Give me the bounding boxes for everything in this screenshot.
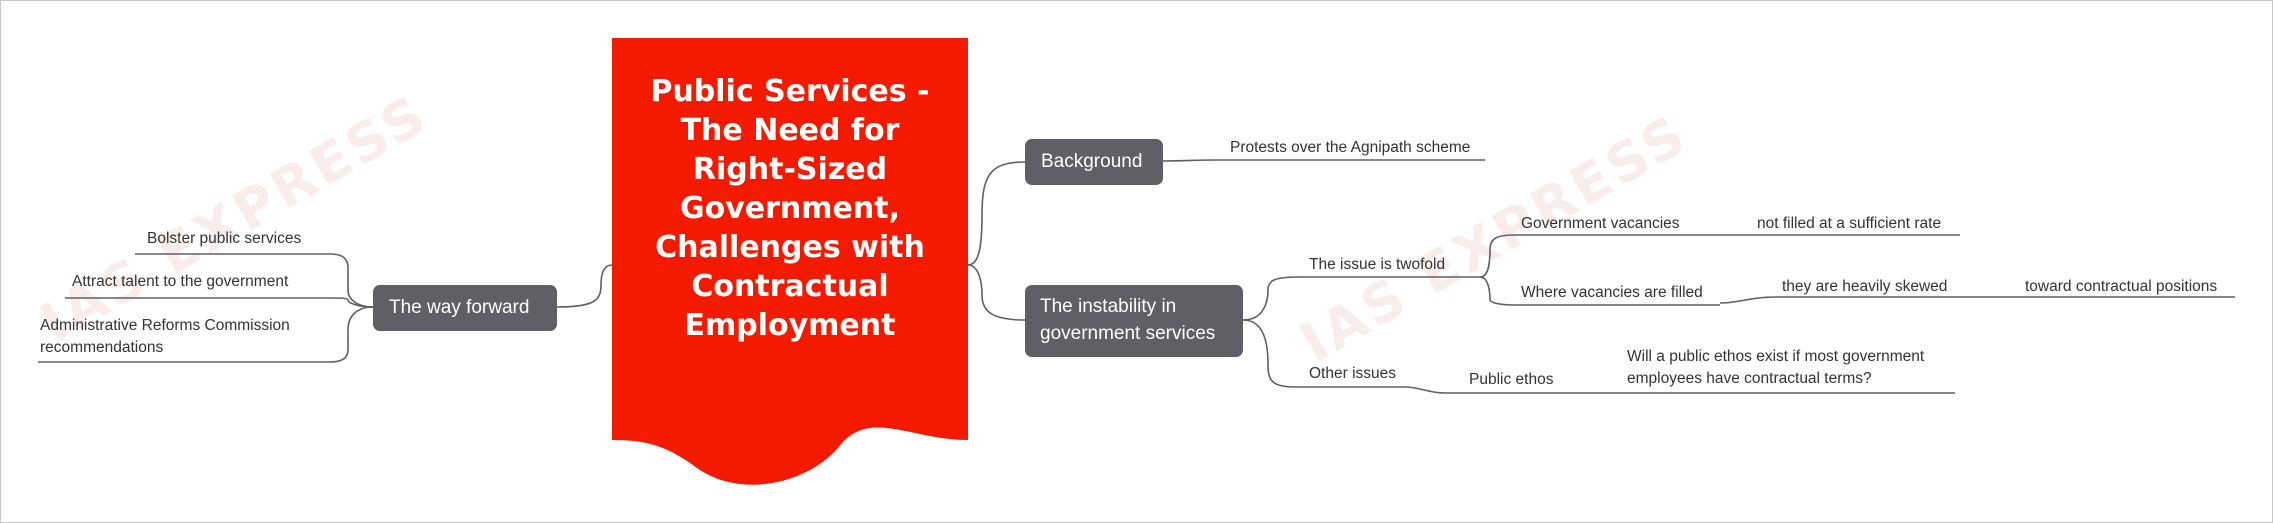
link-central-instability — [967, 264, 1026, 321]
way-forward-item-2[interactable]: Attract talent to the government — [72, 273, 289, 290]
topic-background[interactable]: Background — [1025, 139, 1163, 185]
topic-way-forward[interactable]: The way forward — [373, 285, 557, 331]
topic-instability[interactable]: The instability in government services — [1025, 285, 1243, 357]
topic-background-label: Background — [1041, 151, 1143, 172]
link-wayforward-item3 — [38, 306, 374, 363]
way-forward-item-3[interactable]: Administrative Reforms Commission recomm… — [40, 317, 290, 356]
other-label[interactable]: Other issues — [1309, 365, 1397, 382]
link-instability-twofold — [1242, 276, 1480, 321]
link-central-background — [967, 161, 1026, 266]
topic-way-forward-label: The way forward — [389, 297, 530, 318]
filled-detail[interactable]: they are heavily skewed — [1782, 278, 1948, 295]
link-other-ethos — [1404, 386, 1563, 394]
ethos-question[interactable]: Will a public ethos exist if most govern… — [1627, 348, 1925, 387]
vacancies-label[interactable]: Government vacancies — [1521, 215, 1680, 232]
ethos-label[interactable]: Public ethos — [1469, 371, 1554, 388]
central-topic-shape — [612, 38, 968, 485]
filled-label[interactable]: Where vacancies are filled — [1521, 284, 1703, 301]
twofold-label[interactable]: The issue is twofold — [1309, 256, 1446, 273]
link-wayforward-item2 — [65, 297, 374, 308]
link-central-wayforward — [556, 264, 613, 308]
vacancies-detail[interactable]: not filled at a sufficient rate — [1757, 215, 1942, 232]
way-forward-item-1[interactable]: Bolster public services — [147, 230, 302, 247]
filled-subdetail[interactable]: toward contractual positions — [2025, 278, 2218, 295]
link-wayforward-item1 — [135, 253, 374, 308]
link-filled-detail — [1719, 296, 1965, 304]
link-instability-other — [1242, 319, 1405, 388]
central-topic[interactable]: Public Services - The Need for Right-Siz… — [612, 38, 968, 488]
background-point[interactable]: Protests over the Agnipath scheme — [1230, 139, 1471, 156]
link-twofold-filled — [1479, 276, 1720, 306]
central-title: Public Services - The Need for Right-Siz… — [650, 74, 930, 343]
topic-instability-label: The instability in government services — [1040, 296, 1216, 344]
link-twofold-vacancies — [1479, 234, 1695, 278]
link-background-point — [1162, 159, 1485, 162]
